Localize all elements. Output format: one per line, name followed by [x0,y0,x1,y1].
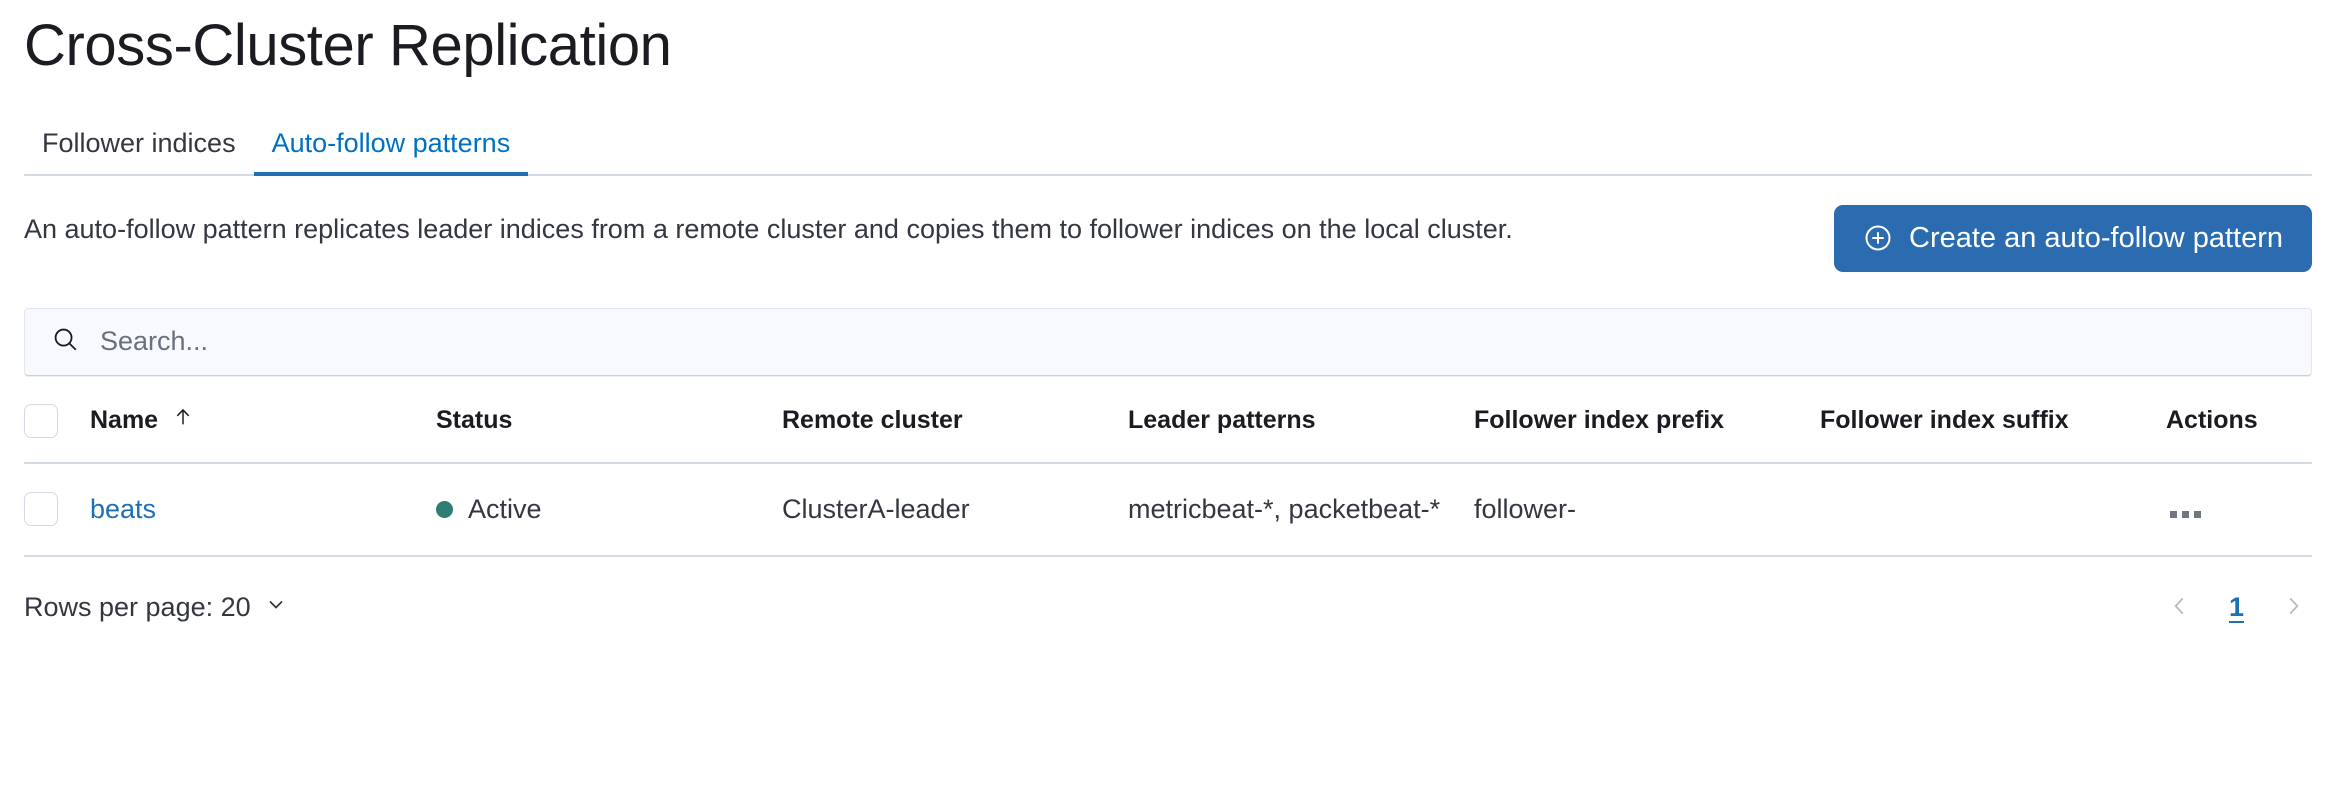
row-select-cell [24,463,90,556]
status-dot-icon [436,500,453,518]
ellipsis-horizontal-icon[interactable] [2166,507,2205,522]
status-badge: Active [436,490,542,529]
intro-description: An auto-follow pattern replicates leader… [24,213,1513,244]
tab-follower-indices[interactable]: Follower indices [24,129,254,174]
next-page-button[interactable] [2274,587,2312,628]
table-header: Name Status Remote cluster Leader patter… [24,403,2312,463]
search-icon [51,325,80,359]
create-auto-follow-pattern-button[interactable]: Create an auto-follow pattern [1834,204,2312,272]
select-all-cell [24,403,90,463]
row-checkbox[interactable] [24,492,58,527]
ellipsis-dot [2182,510,2189,518]
rows-per-page-select[interactable]: Rows per page: 20 [24,592,288,623]
cell-status: Active [436,463,782,556]
chevron-left-icon [2167,593,2193,622]
rows-per-page-label: Rows per page: 20 [24,591,251,622]
chevron-down-icon [264,592,288,623]
select-all-checkbox[interactable] [24,403,58,438]
tab-bar: Follower indices Auto-follow patterns [24,112,2312,176]
column-header-leader-patterns[interactable]: Leader patterns [1128,406,1316,435]
tab-auto-follow-patterns[interactable]: Auto-follow patterns [253,129,529,176]
chevron-right-icon [2280,593,2306,622]
intro-section: An auto-follow pattern replicates leader… [24,204,2312,272]
table-body: beats Active ClusterA-leader metricbeat-… [24,463,2312,556]
column-header-name[interactable]: Name [90,404,436,463]
cell-follower-index-prefix: follower- [1474,493,1577,524]
auto-follow-pattern-link[interactable]: beats [90,493,157,524]
status-label: Active [468,493,542,524]
sort-by-name-control[interactable]: Name [90,406,194,435]
table-header-row: Name Status Remote cluster Leader patter… [24,403,2312,463]
column-header-status[interactable]: Status [436,406,513,435]
page-number-1[interactable]: 1 [2221,592,2252,623]
previous-page-button[interactable] [2161,587,2199,628]
column-header-actions: Actions [2166,406,2258,435]
column-header-remote-cluster[interactable]: Remote cluster [782,406,963,435]
create-button-label: Create an auto-follow pattern [1909,221,2283,254]
cell-remote-cluster: ClusterA-leader [782,493,970,524]
ellipsis-dot [2170,510,2177,518]
column-header-follower-index-prefix[interactable]: Follower index prefix [1474,406,1725,435]
page-title: Cross-Cluster Replication [24,13,672,78]
search-input[interactable] [100,326,2285,358]
table-row: beats Active ClusterA-leader metricbeat-… [24,463,2312,556]
cell-leader-patterns: metricbeat-*, packetbeat-* [1128,493,1441,524]
column-header-follower-index-suffix[interactable]: Follower index suffix [1820,406,2069,435]
auto-follow-patterns-table: Name Status Remote cluster Leader patter… [24,403,2312,557]
cell-actions [2166,463,2312,556]
plus-in-circle-icon [1863,223,1893,253]
column-header-name-label: Name [90,406,159,435]
table-footer: Rows per page: 20 1 [24,587,2312,628]
pagination: 1 [2161,587,2312,628]
cell-follower-index-suffix [1820,463,2166,556]
arrow-up-icon [172,406,194,435]
search-bar[interactable] [24,307,2312,376]
ellipsis-dot [2194,510,2201,518]
cell-name: beats [90,463,436,556]
